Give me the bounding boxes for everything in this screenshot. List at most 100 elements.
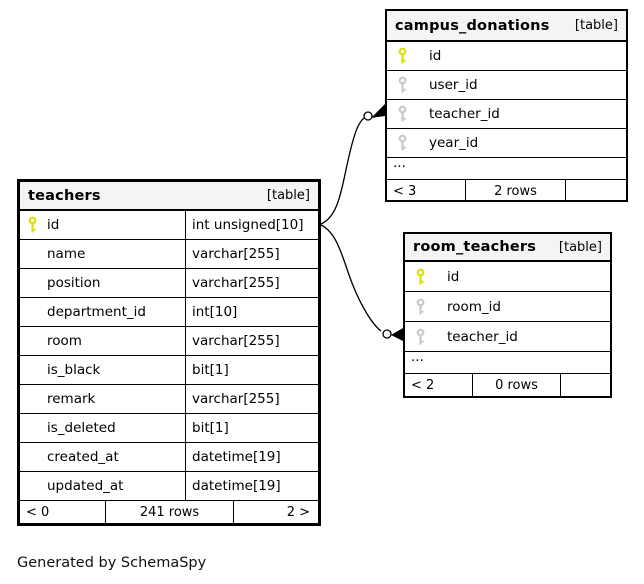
column-name: room_id <box>447 298 501 315</box>
table-name[interactable]: teachers <box>28 187 101 204</box>
column-name-cell: id <box>405 262 610 291</box>
column-name: created_at <box>47 449 119 465</box>
column-row-id[interactable]: id <box>387 42 626 71</box>
footer-child-count: 2 > <box>233 501 318 523</box>
generated-by-note: Generated by SchemaSpy <box>17 555 207 571</box>
column-type: int unsigned[10] <box>192 217 304 233</box>
column-name-cell: teacher_id <box>405 322 610 351</box>
column-name-cell: created_at <box>20 443 186 471</box>
column-row-teacher_id[interactable]: teacher_id <box>405 322 610 352</box>
zero-or-more-circle-icon <box>363 111 373 121</box>
entity-table-room-teachers[interactable]: room_teachers [table] id room_id teacher_i… <box>403 232 612 398</box>
column-name: remark <box>47 391 96 407</box>
relation-teachers-room-teachers <box>320 224 403 341</box>
column-name: id <box>447 268 460 285</box>
entity-table-teachers[interactable]: teachers [table] id int unsigned[10] name v… <box>17 179 321 526</box>
column-type: varchar[255] <box>192 391 280 407</box>
column-type: varchar[255] <box>192 246 280 262</box>
column-row-room[interactable]: room varchar[255] <box>20 327 318 356</box>
column-row-updated_at[interactable]: updated_at datetime[19] <box>20 472 318 501</box>
column-name: room <box>47 333 82 349</box>
column-name: is_deleted <box>47 420 116 436</box>
footer-parent-count: < 0 <box>26 504 50 520</box>
footer-parent-count: < 3 <box>393 183 417 199</box>
table-tag: [table] <box>558 239 602 255</box>
foreign-key-icon <box>398 134 407 151</box>
table-name[interactable]: campus_donations <box>395 17 550 34</box>
column-name: year_id <box>429 135 479 151</box>
column-type: int[10] <box>192 304 238 320</box>
column-row-department_id[interactable]: department_id int[10] <box>20 298 318 327</box>
column-row-room_id[interactable]: room_id <box>405 292 610 322</box>
column-name-cell: updated_at <box>20 472 186 500</box>
column-name-cell: room <box>20 327 186 355</box>
column-row-id[interactable]: id <box>405 262 610 292</box>
relation-line <box>320 117 365 225</box>
column-name-cell: user_id <box>387 71 626 99</box>
column-name-cell: room_id <box>405 292 610 321</box>
footer-child-count <box>560 374 610 396</box>
column-name: teacher_id <box>447 328 518 345</box>
relation-line <box>320 224 382 332</box>
foreign-key-icon <box>416 328 425 344</box>
column-type: varchar[255] <box>192 275 280 291</box>
column-name-cell: id <box>387 42 626 70</box>
column-type: varchar[255] <box>192 333 280 349</box>
column-type: datetime[19] <box>192 478 281 494</box>
foreign-key-icon <box>398 76 407 93</box>
column-row-is_deleted[interactable]: is_deleted bit[1] <box>20 414 318 443</box>
primary-key-icon <box>416 268 425 284</box>
column-type: bit[1] <box>192 420 229 436</box>
column-name-cell: is_deleted <box>20 414 186 442</box>
column-name-cell: is_black <box>20 356 186 384</box>
column-row-remark[interactable]: remark varchar[255] <box>20 385 318 414</box>
table-footer: < 2 0 rows <box>405 374 610 396</box>
table-header[interactable]: campus_donations [table] <box>387 11 626 42</box>
table-header[interactable]: room_teachers [table] <box>405 234 610 262</box>
column-row-name[interactable]: name varchar[255] <box>20 240 318 269</box>
ellipsis-row: ... <box>405 350 610 374</box>
footer-row-count: 0 rows <box>472 374 560 396</box>
zero-or-more-circle-icon <box>382 329 392 339</box>
column-row-teacher_id[interactable]: teacher_id <box>387 100 626 129</box>
column-name: teacher_id <box>429 106 500 122</box>
column-name-cell: teacher_id <box>387 100 626 128</box>
primary-key-icon <box>28 216 37 233</box>
footer-parent-count: < 2 <box>411 377 435 393</box>
column-row-position[interactable]: position varchar[255] <box>20 269 318 298</box>
column-row-is_black[interactable]: is_black bit[1] <box>20 356 318 385</box>
primary-key-icon <box>398 47 407 64</box>
column-name: updated_at <box>47 478 124 494</box>
column-name-cell: name <box>20 240 186 268</box>
column-row-id[interactable]: id int unsigned[10] <box>20 211 318 240</box>
relation-teachers-campus-donations <box>320 104 385 225</box>
table-header[interactable]: teachers [table] <box>20 182 318 211</box>
column-name: position <box>47 275 101 291</box>
column-name-cell: id <box>20 211 186 239</box>
table-footer: < 0 241 rows 2 > <box>20 501 318 523</box>
column-name-cell: remark <box>20 385 186 413</box>
foreign-key-icon <box>416 298 425 314</box>
footer-child-count <box>565 180 626 202</box>
column-name-cell: position <box>20 269 186 297</box>
column-row-user_id[interactable]: user_id <box>387 71 626 100</box>
column-name: id <box>47 217 60 233</box>
table-tag: [table] <box>574 18 618 33</box>
column-row-year_id[interactable]: year_id <box>387 129 626 158</box>
column-name: user_id <box>429 77 478 93</box>
table-name[interactable]: room_teachers <box>413 239 537 255</box>
column-name: department_id <box>47 304 146 320</box>
column-name-cell: department_id <box>20 298 186 326</box>
arrowhead-icon <box>371 104 385 118</box>
column-name: id <box>429 48 442 64</box>
column-name: is_black <box>47 362 101 378</box>
foreign-key-icon <box>398 105 407 122</box>
column-name: name <box>47 246 86 262</box>
column-type: bit[1] <box>192 362 229 378</box>
footer-row-count: 241 rows <box>105 501 233 523</box>
footer-row-count: 2 rows <box>465 180 565 202</box>
